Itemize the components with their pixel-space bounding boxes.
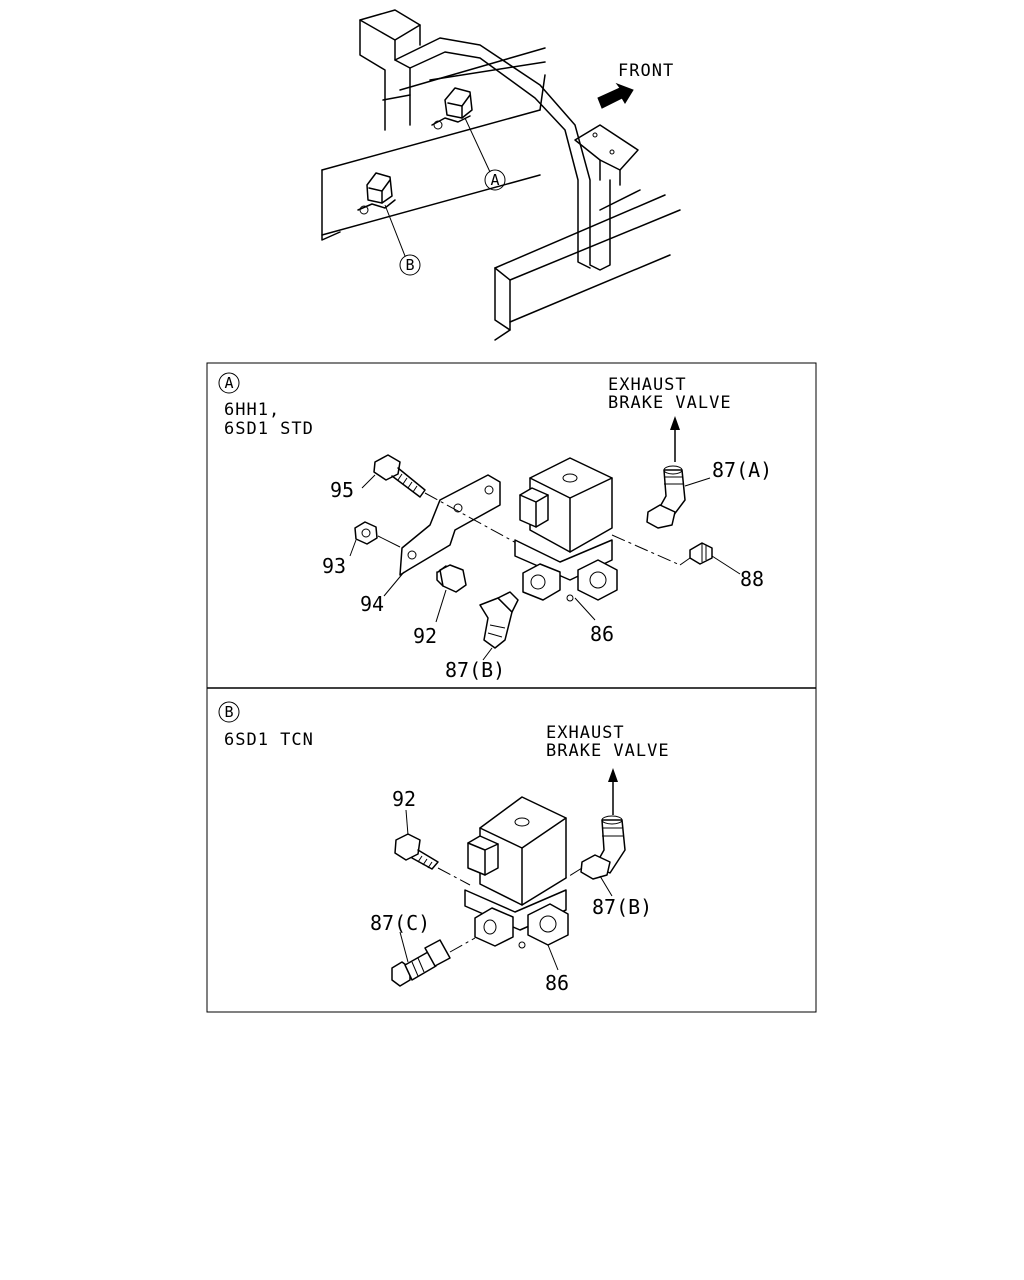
label-87c: 87(C) [370,911,430,935]
panel-b-badge: B [224,703,233,721]
panel-a: A 6HH1, 6SD1 STD EXHAUST BRAKE VALVE [218,372,772,682]
callout-a: A [490,171,499,189]
up-arrow-icon [608,768,618,815]
front-arrow-icon [597,82,634,109]
front-label: FRONT [618,61,674,81]
callout-a-circle [484,169,506,191]
panel-a-badge: A [224,374,233,392]
label-88: 88 [740,567,764,591]
elbow-fitting-87a [646,465,686,529]
label-86-a: 86 [590,622,614,646]
bolt-95 [373,454,426,498]
label-87a: 87(A) [712,458,772,482]
label-86-b: 86 [545,971,569,995]
callout-b: B [405,256,414,274]
chassis-overview: A B FRONT [321,9,681,341]
bolt-92-a [436,564,467,593]
elbow-fitting-87b-b [580,815,626,880]
bolt-92-b [394,833,439,870]
label-87b-a: 87(B) [445,658,505,682]
callout-b-circle [399,254,421,276]
panel-a-dest-line2: BRAKE VALVE [608,393,732,413]
bracket-94 [399,474,501,576]
panel-b-dest-line1: EXHAUST [546,723,625,743]
nut-93 [354,521,378,545]
panel-b-title-line1: 6SD1 TCN [224,730,314,750]
label-92-a: 92 [413,624,437,648]
panel-b: B 6SD1 TCN EXHAUST BRAKE VALVE [218,701,670,995]
label-93: 93 [322,554,346,578]
plug-88 [689,542,713,565]
label-87b-b: 87(B) [592,895,652,919]
up-arrow-icon [670,416,680,462]
panel-a-title-line1: 6HH1, [224,400,280,420]
label-95: 95 [330,478,354,502]
solenoid-valve-86-a [514,457,618,602]
label-94: 94 [360,592,384,616]
panel-b-dest-line2: BRAKE VALVE [546,741,670,761]
solenoid-valve-86-b [464,796,569,949]
panel-a-title-line2: 6SD1 STD [224,419,314,439]
label-92-b: 92 [392,787,416,811]
panel-a-dest-line1: EXHAUST [608,375,687,395]
straight-fitting-87c [391,939,451,987]
elbow-fitting-87b-a [479,591,519,649]
